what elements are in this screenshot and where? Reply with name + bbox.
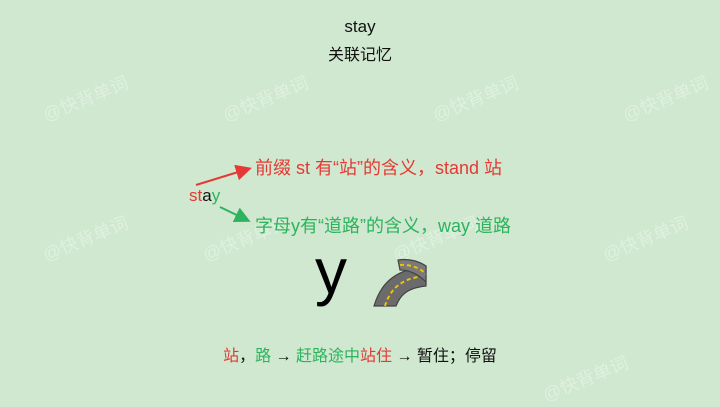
arrow-to-st xyxy=(195,164,252,186)
big-letter-y: y xyxy=(315,235,347,307)
word-part-a: a xyxy=(202,186,212,205)
summary-comma: ， xyxy=(239,348,256,365)
summary-arrow-1: → xyxy=(271,348,296,365)
word-part-y: y xyxy=(211,186,221,205)
summary-on-the-way: 赶路途中 xyxy=(296,348,361,365)
title-word: stay xyxy=(344,17,376,36)
title-subtitle: 关联记忆 xyxy=(327,47,392,64)
word-part-st: st xyxy=(189,186,203,205)
summary-road: 路 xyxy=(255,348,272,365)
summary-stop: 站住 xyxy=(360,348,393,365)
letter-y-meaning: 字母y有“道路”的含义，way 道路 xyxy=(255,216,511,236)
summary-stand: 站 xyxy=(223,348,240,365)
prefix-st-meaning: 前缀 st 有“站”的含义，stand 站 xyxy=(255,158,503,178)
summary-line: 站，路 → 赶路途中站住 → 暂住；停留 xyxy=(0,342,720,366)
road-curve-icon xyxy=(373,258,427,307)
word-stay: stay xyxy=(189,186,220,206)
summary-result: → 暂住；停留 xyxy=(392,348,497,365)
arrow-to-y xyxy=(219,206,251,223)
